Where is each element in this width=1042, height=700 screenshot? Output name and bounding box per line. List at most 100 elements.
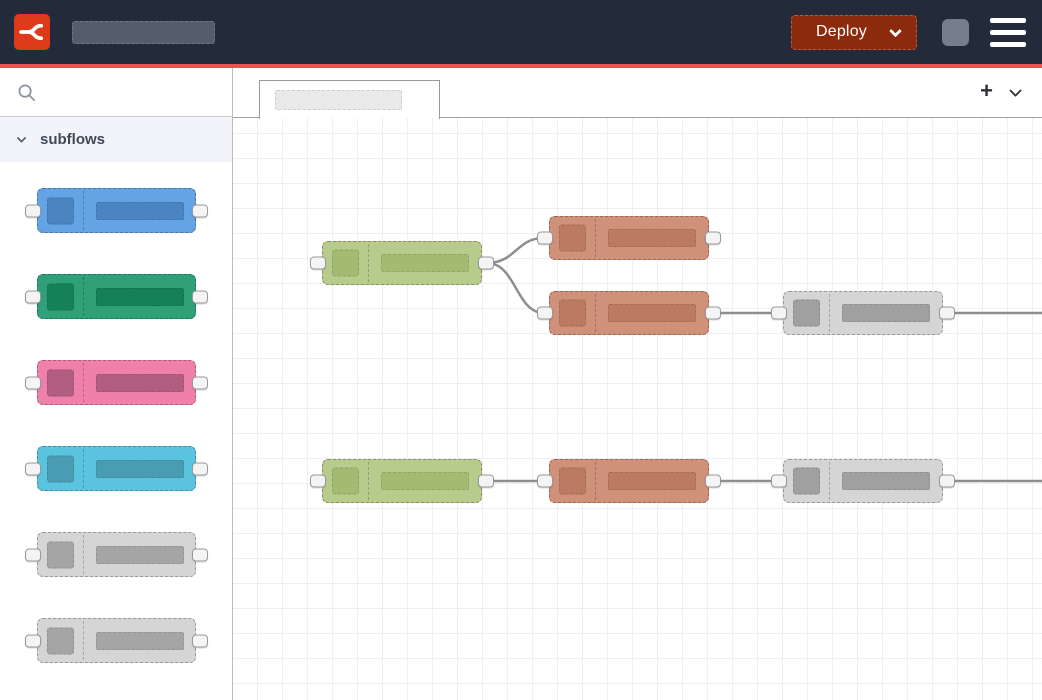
node-input-port[interactable] — [537, 474, 553, 488]
flow-list-chevron-down-icon[interactable] — [1009, 83, 1022, 97]
node-output-port[interactable] — [705, 474, 721, 488]
node-output-port[interactable] — [478, 256, 494, 270]
node-label-placeholder — [608, 304, 696, 322]
node-icon — [46, 541, 74, 568]
node-label-placeholder — [608, 229, 696, 247]
node-label-placeholder — [608, 472, 696, 490]
node-label-placeholder — [95, 287, 184, 306]
node-output-port[interactable] — [478, 474, 494, 488]
node-label-placeholder — [95, 545, 184, 564]
node-input-port[interactable] — [24, 548, 41, 561]
flow-editor: + — [233, 68, 1042, 700]
node-output-port[interactable] — [939, 306, 955, 320]
menu-bar — [990, 41, 1026, 47]
main-area: subflows + — [0, 68, 1042, 700]
subflow-blue[interactable] — [24, 188, 208, 233]
subflow-pink[interactable] — [24, 360, 208, 405]
tab-bar: + — [233, 68, 1042, 119]
node-label-placeholder — [95, 373, 184, 392]
add-flow-button[interactable]: + — [980, 78, 993, 103]
wire-layer — [485, 236, 1042, 483]
flow-node-salmon-1[interactable] — [537, 216, 721, 260]
menu-bar — [990, 29, 1026, 35]
node-output-port[interactable] — [191, 204, 208, 217]
header-accent-line — [0, 64, 1042, 68]
node-icon — [793, 299, 820, 327]
node-label-placeholder — [381, 472, 469, 490]
subflow-gray-1[interactable] — [24, 532, 208, 577]
header: Deploy — [0, 0, 1042, 64]
flow-tab[interactable] — [259, 80, 440, 119]
node-input-port[interactable] — [24, 290, 41, 303]
node-separator — [82, 191, 84, 230]
deploy-chevron-down-icon[interactable] — [889, 24, 902, 37]
node-input-port[interactable] — [24, 634, 41, 647]
tab-actions: + — [980, 68, 1022, 118]
user-avatar[interactable] — [942, 18, 969, 46]
node-separator — [368, 244, 369, 282]
node-separator — [82, 363, 84, 402]
flow-node-gray-2[interactable] — [771, 459, 955, 503]
node-label-placeholder — [95, 631, 184, 650]
node-input-port[interactable] — [310, 474, 326, 488]
node-label-placeholder — [381, 254, 469, 272]
wire — [485, 236, 546, 265]
node-icon — [559, 467, 586, 495]
node-separator — [82, 621, 84, 660]
flow-node-gray-1[interactable] — [771, 291, 955, 335]
node-separator — [595, 219, 596, 257]
node-label-placeholder — [842, 304, 930, 322]
node-output-port[interactable] — [705, 231, 721, 245]
node-label-placeholder — [95, 201, 184, 220]
node-input-port[interactable] — [771, 306, 787, 320]
chevron-down-icon — [16, 133, 27, 144]
palette-category-label: subflows — [40, 131, 106, 148]
flow-canvas[interactable] — [233, 118, 1042, 700]
node-input-port[interactable] — [537, 231, 553, 245]
node-input-port[interactable] — [537, 306, 553, 320]
wire — [485, 261, 546, 315]
node-output-port[interactable] — [939, 474, 955, 488]
flow-node-salmon-2[interactable] — [537, 291, 721, 335]
subflow-teal[interactable] — [24, 446, 208, 491]
node-input-port[interactable] — [771, 474, 787, 488]
node-input-port[interactable] — [24, 204, 41, 217]
deploy-label: Deploy — [815, 23, 867, 40]
node-output-port[interactable] — [191, 634, 208, 647]
node-output-port[interactable] — [191, 376, 208, 389]
node-input-port[interactable] — [310, 256, 326, 270]
menu-bar — [990, 17, 1026, 23]
node-separator — [82, 449, 84, 488]
node-output-port[interactable] — [191, 290, 208, 303]
node-icon — [793, 467, 820, 495]
node-red-logo[interactable] — [14, 14, 50, 50]
node-icon — [332, 249, 359, 277]
node-red-logo-icon — [19, 23, 44, 41]
node-icon — [559, 224, 586, 252]
node-output-port[interactable] — [705, 306, 721, 320]
flow-node-salmon-3[interactable] — [537, 459, 721, 503]
node-output-port[interactable] — [191, 462, 208, 475]
node-separator — [82, 535, 84, 574]
node-separator — [829, 462, 830, 500]
node-icon — [559, 299, 586, 327]
hamburger-menu-icon[interactable] — [990, 17, 1026, 47]
subflow-gray-2[interactable] — [24, 618, 208, 663]
node-icon — [46, 197, 74, 224]
node-separator — [82, 277, 84, 316]
node-separator — [595, 462, 596, 500]
node-input-port[interactable] — [24, 376, 41, 389]
node-icon — [46, 627, 74, 654]
flow-node-olive-1[interactable] — [310, 241, 494, 285]
deploy-button[interactable]: Deploy — [790, 14, 917, 50]
flow-node-olive-2[interactable] — [310, 459, 494, 503]
node-input-port[interactable] — [24, 462, 41, 475]
node-output-port[interactable] — [191, 548, 208, 561]
palette-search-input[interactable] — [0, 68, 232, 117]
flow-tab-label-placeholder — [275, 90, 402, 110]
subflow-green[interactable] — [24, 274, 208, 319]
node-icon — [46, 455, 74, 482]
node-icon — [46, 283, 74, 310]
palette-category-subflows[interactable]: subflows — [0, 117, 232, 162]
